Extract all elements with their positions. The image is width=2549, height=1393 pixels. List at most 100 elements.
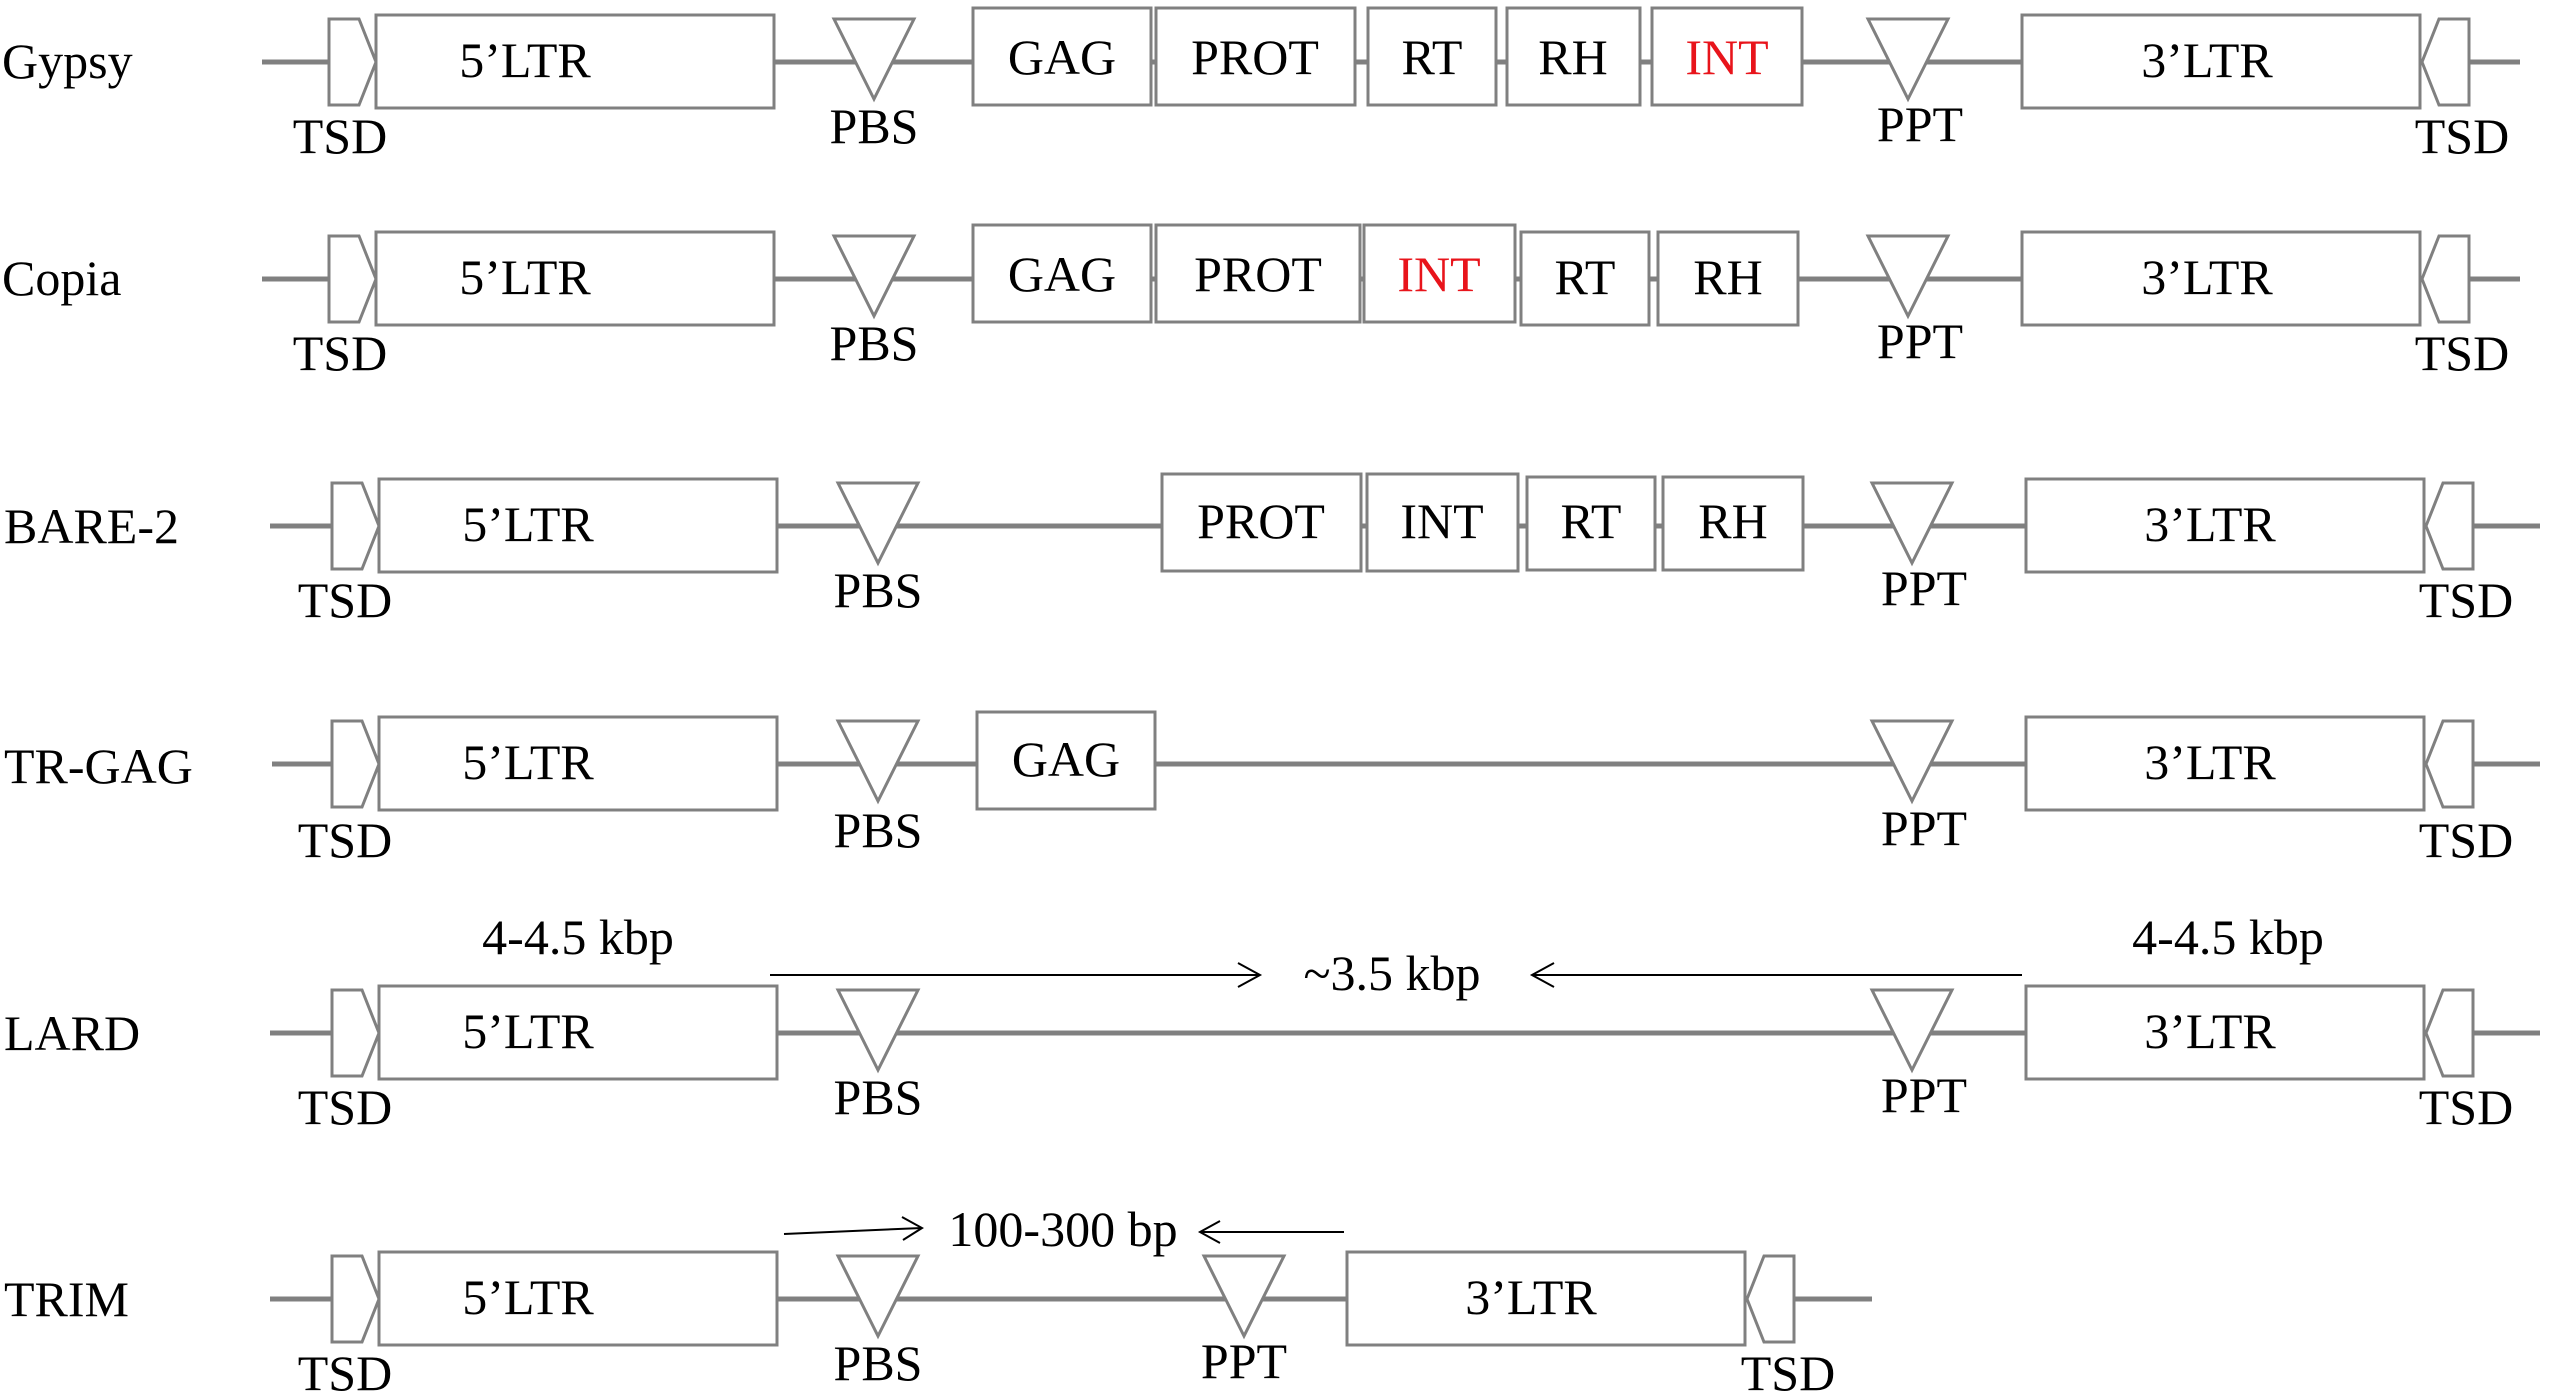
domain-box-gag	[971, 223, 1153, 324]
ltr3-label: 3’LTR	[2144, 496, 2276, 552]
ltr3-box	[2024, 715, 2426, 812]
tsd-left-marker	[330, 719, 381, 809]
tsd-right-label: TSD	[2419, 1079, 2513, 1135]
row-label-trim: TRIM	[4, 1271, 129, 1327]
ppt-label: PPT	[1881, 560, 1967, 616]
ppt-marker	[1201, 1254, 1287, 1340]
ppt-marker	[1869, 481, 1955, 567]
row-trim: TRIM 100-300 bp TSD 5’LTR PBS PPT 3’LTR …	[4, 1201, 1872, 1393]
tsd-left-marker	[330, 1254, 381, 1344]
internal-size-label: 100-300 bp	[948, 1201, 1177, 1257]
pbs-label: PBS	[834, 562, 923, 618]
domain-label-int: INT	[1685, 29, 1768, 85]
internal-size-label: ~3.5 kbp	[1303, 945, 1480, 1001]
ltr3-label: 3’LTR	[1465, 1269, 1597, 1325]
domain-box-prot	[1154, 223, 1362, 324]
tsd-left-label: TSD	[298, 812, 392, 868]
tsd-left-marker	[327, 234, 378, 324]
pbs-marker	[835, 988, 921, 1074]
ltr5-box	[374, 13, 776, 110]
row-label-lard: LARD	[4, 1005, 140, 1061]
tsd-left-label: TSD	[293, 325, 387, 381]
pbs-marker	[831, 17, 917, 103]
row-copia: Copia TSD 5’LTR PBS GAG PROT INT RT RH P…	[2, 223, 2520, 381]
ppt-marker	[1869, 719, 1955, 805]
pbs-marker	[835, 481, 921, 567]
pbs-marker	[835, 719, 921, 805]
ltr5-box	[377, 477, 779, 574]
tsd-left-label: TSD	[298, 1079, 392, 1135]
domain-label-prot: PROT	[1197, 493, 1325, 549]
tsd-right-marker	[1745, 1254, 1796, 1344]
ppt-marker	[1865, 234, 1951, 320]
ltr3-box	[2020, 13, 2422, 110]
ltr3-box	[1345, 1250, 1747, 1347]
ltr5-box	[374, 230, 776, 327]
ltr3-label: 3’LTR	[2141, 32, 2273, 88]
domain-box-rh	[1661, 475, 1805, 572]
ltr5-label: 5’LTR	[459, 249, 591, 305]
tsd-left-marker	[330, 481, 381, 571]
domain-box-rt	[1519, 230, 1651, 327]
ppt-label: PPT	[1881, 1067, 1967, 1123]
pbs-label: PBS	[830, 98, 919, 154]
ltr5-box	[377, 984, 779, 1081]
domain-box-gag	[971, 6, 1153, 107]
row-label-tr-gag: TR-GAG	[4, 738, 193, 794]
ltr5-label: 5’LTR	[462, 1003, 594, 1059]
ltr5-box	[377, 1250, 779, 1347]
domain-label-gag: GAG	[1012, 731, 1120, 787]
ltr5-label: 5’LTR	[462, 496, 594, 552]
row-bare-2: BARE-2 TSD 5’LTR PBS PROT INT RT RH PPT …	[4, 472, 2540, 628]
domain-box-int	[1362, 223, 1517, 324]
ltr5-label: 5’LTR	[459, 32, 591, 88]
pbs-marker	[835, 1254, 921, 1340]
ltr5-box	[377, 715, 779, 812]
domain-box-rh	[1505, 6, 1642, 107]
ltr3-size-label: 4-4.5 kbp	[2132, 909, 2324, 965]
tsd-right-marker	[2420, 234, 2471, 324]
tsd-left-marker	[330, 988, 381, 1078]
arrowhead-right	[1237, 962, 1263, 988]
domain-label-rh: RH	[1693, 249, 1762, 305]
internal-size-arrow-left	[783, 1227, 923, 1235]
domain-box-gag	[975, 710, 1157, 811]
domain-box-int	[1365, 472, 1520, 573]
row-gypsy: Gypsy TSD 5’LTR PBS GAG PROT RT RH INT P…	[2, 6, 2520, 164]
domain-box-rt	[1525, 475, 1657, 572]
domain-label-gag: GAG	[1008, 246, 1116, 302]
tsd-left-marker	[327, 17, 378, 107]
tsd-left-label: TSD	[298, 572, 392, 628]
tsd-right-label: TSD	[2419, 572, 2513, 628]
tsd-left-label: TSD	[293, 108, 387, 164]
row-label-copia: Copia	[2, 250, 121, 306]
tsd-right-label: TSD	[1741, 1345, 1835, 1393]
ppt-label: PPT	[1877, 313, 1963, 369]
ltr5-size-label: 4-4.5 kbp	[482, 909, 674, 965]
domain-label-gag: GAG	[1008, 29, 1116, 85]
ltr3-box	[2024, 984, 2426, 1081]
domain-box-prot	[1160, 472, 1363, 573]
tsd-right-marker	[2424, 719, 2475, 809]
domain-label-rt: RT	[1561, 493, 1622, 549]
domain-label-rt: RT	[1402, 29, 1463, 85]
domain-label-rh: RH	[1538, 29, 1607, 85]
ltr3-box	[2024, 477, 2426, 574]
domain-label-prot: PROT	[1194, 246, 1322, 302]
domain-box-rh	[1656, 230, 1800, 327]
arrowhead-left	[1529, 962, 1555, 988]
ppt-label: PPT	[1201, 1333, 1287, 1389]
tsd-right-label: TSD	[2415, 108, 2509, 164]
domain-label-int: INT	[1397, 246, 1480, 302]
domain-label-prot: PROT	[1191, 29, 1319, 85]
pbs-label: PBS	[834, 1069, 923, 1125]
ltr5-label: 5’LTR	[462, 1269, 594, 1325]
ltr3-label: 3’LTR	[2141, 249, 2273, 305]
tsd-left-label: TSD	[298, 1345, 392, 1393]
arrowhead-right	[901, 1216, 924, 1241]
row-label-gypsy: Gypsy	[2, 33, 133, 89]
tsd-right-marker	[2420, 17, 2471, 107]
pbs-label: PBS	[834, 802, 923, 858]
row-lard: LARD 4-4.5 kbp 4-4.5 kbp ~3.5 kbp TSD 5’…	[4, 909, 2540, 1135]
